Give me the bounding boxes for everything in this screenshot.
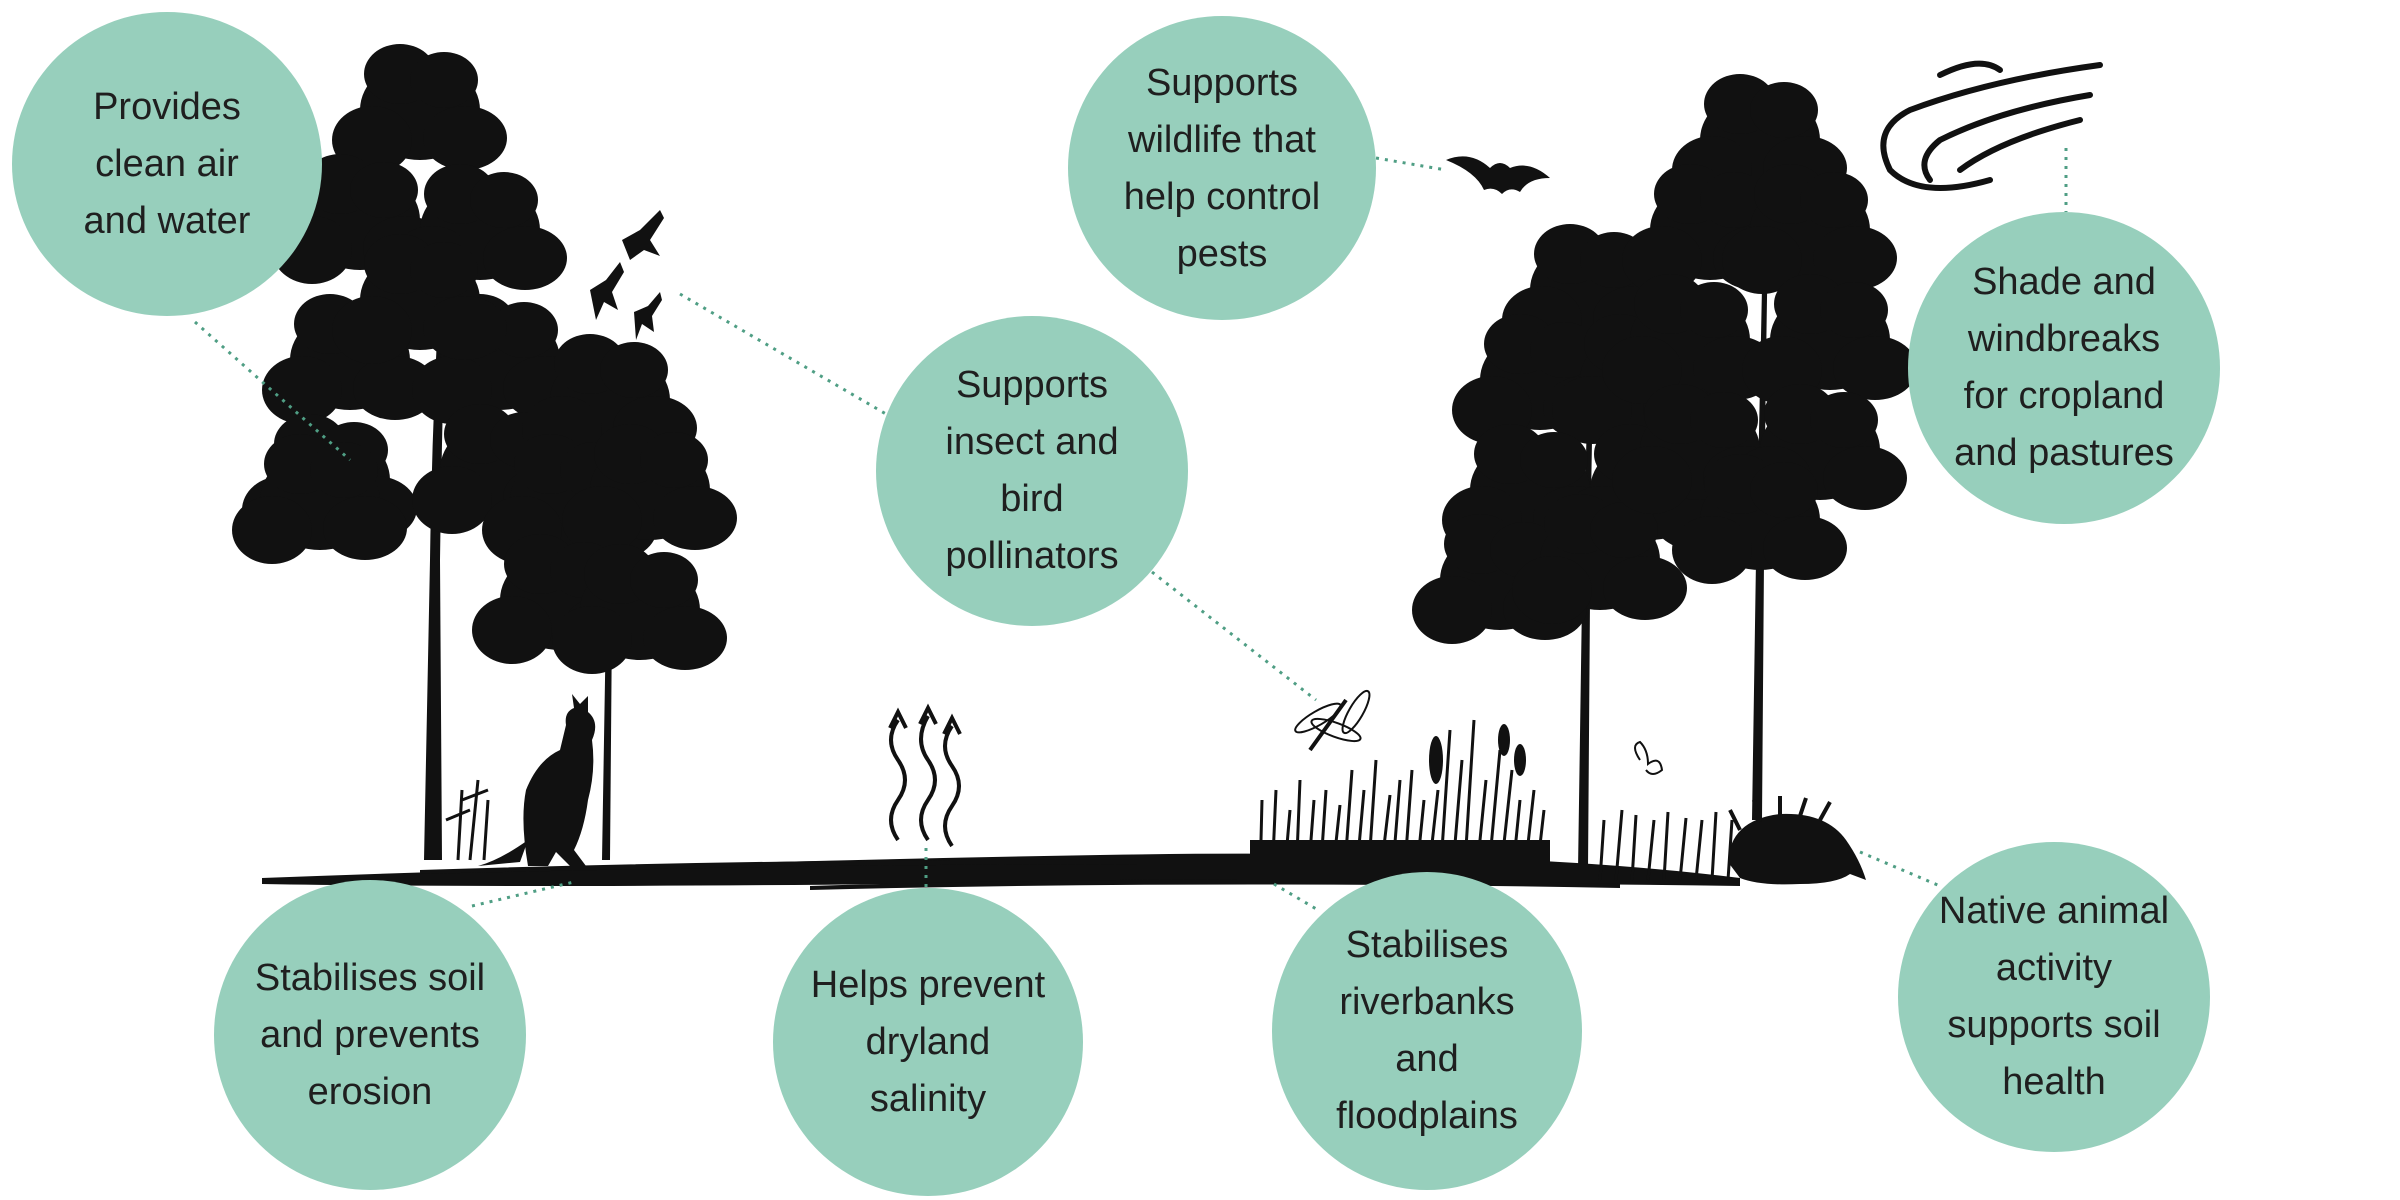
bubble-pollinators: Supports insect and bird pollinators <box>876 316 1188 626</box>
bubble-label: Stabilises soil and prevents erosion <box>254 956 486 1113</box>
connector-riverbanks <box>1273 882 1319 912</box>
bubble-riverbanks: Stabilises riverbanks and floodplains <box>1272 872 1582 1190</box>
connector-lines <box>194 148 2068 912</box>
eucalyptus-tree-icon <box>232 44 587 860</box>
bubble-salinity: Helps prevent dryland salinity <box>773 888 1083 1196</box>
connector-pollinators-birds <box>679 292 887 416</box>
bubble-shapes <box>12 12 2220 1196</box>
bubble-clean-air: Provides clean air and water <box>12 12 322 317</box>
connector-clean-air <box>194 320 351 462</box>
eucalyptus-tree-icon <box>1412 224 1737 870</box>
eucalyptus-tree-icon <box>1602 74 1917 820</box>
shrub-icon <box>445 779 490 861</box>
bubble-label: Native animal activity supports soil hea… <box>1938 890 2170 1103</box>
bubble-label: Helps prevent dryland salinity <box>810 963 1046 1120</box>
bubble-label: Supports insect and bird pollinators <box>945 364 1119 577</box>
butterfly-icon <box>1634 740 1664 775</box>
bird-icon <box>590 210 664 340</box>
bubble-wildlife: Supports wildlife that help control pest… <box>1068 16 1376 321</box>
reeds-icon <box>1250 719 1734 884</box>
wind-icon <box>1880 60 2103 191</box>
bubble-label: Stabilises riverbanks and floodplains <box>1336 924 1518 1137</box>
dragonfly-icon <box>1294 689 1371 752</box>
bubble-label: Provides clean air and water <box>83 86 251 242</box>
echidna-icon <box>1728 796 1866 885</box>
bubble-soil: Stabilises soil and prevents erosion <box>214 880 526 1190</box>
connector-native <box>1859 850 1941 888</box>
bubble-native: Native animal activity supports soil hea… <box>1898 842 2210 1152</box>
bat-icon <box>1446 156 1550 194</box>
eucalyptus-tree-icon <box>472 334 737 860</box>
bubble-label: Supports wildlife that help control pest… <box>1123 61 1321 275</box>
connector-pollinators-dragonfly <box>1151 570 1317 702</box>
connector-wildlife <box>1375 156 1447 172</box>
bubble-shade: Shade and windbreaks for cropland and pa… <box>1908 212 2220 524</box>
wavy-arrow-icon <box>888 703 962 848</box>
kangaroo-icon <box>478 694 596 866</box>
bubble-label: Shade and windbreaks for cropland and pa… <box>1954 261 2174 474</box>
